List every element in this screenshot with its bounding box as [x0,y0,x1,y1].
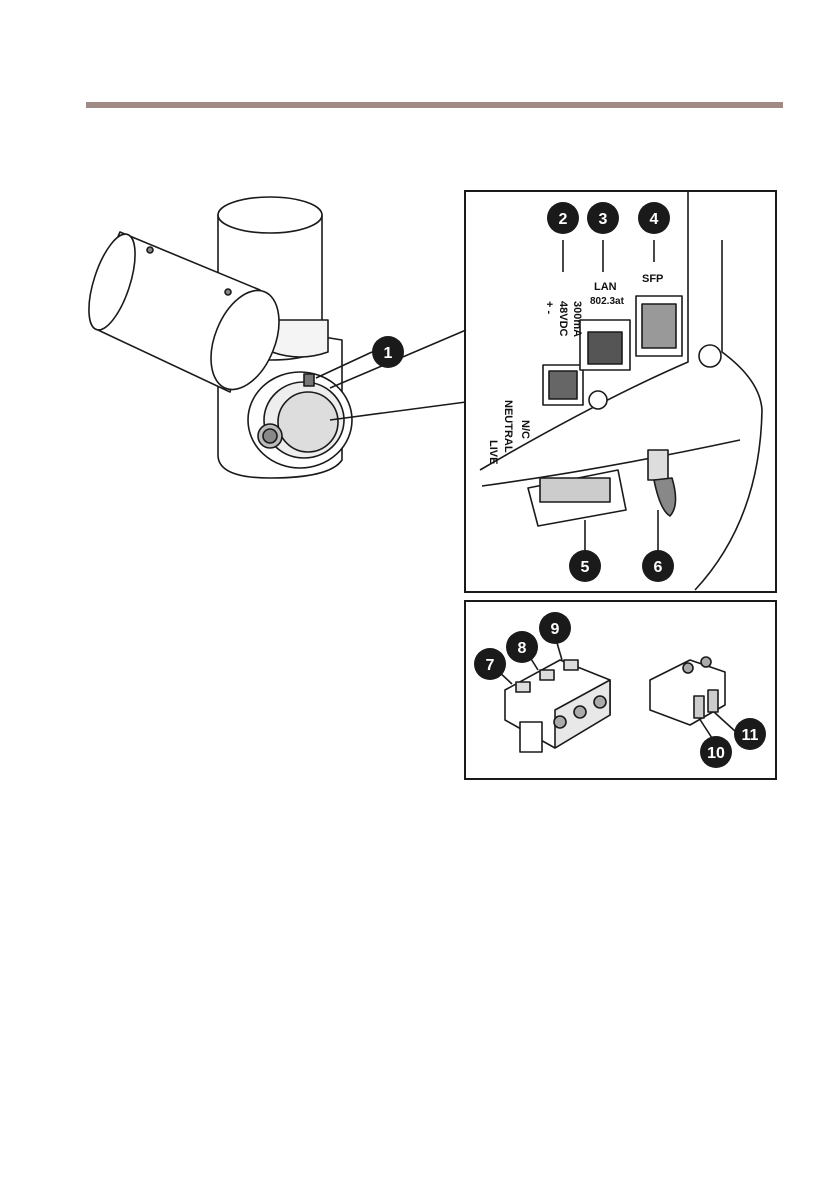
camera-body [79,197,352,478]
connectors-inset-frame [464,600,777,780]
ports-inset-frame [464,190,777,593]
callout-1: 1 [384,345,393,362]
